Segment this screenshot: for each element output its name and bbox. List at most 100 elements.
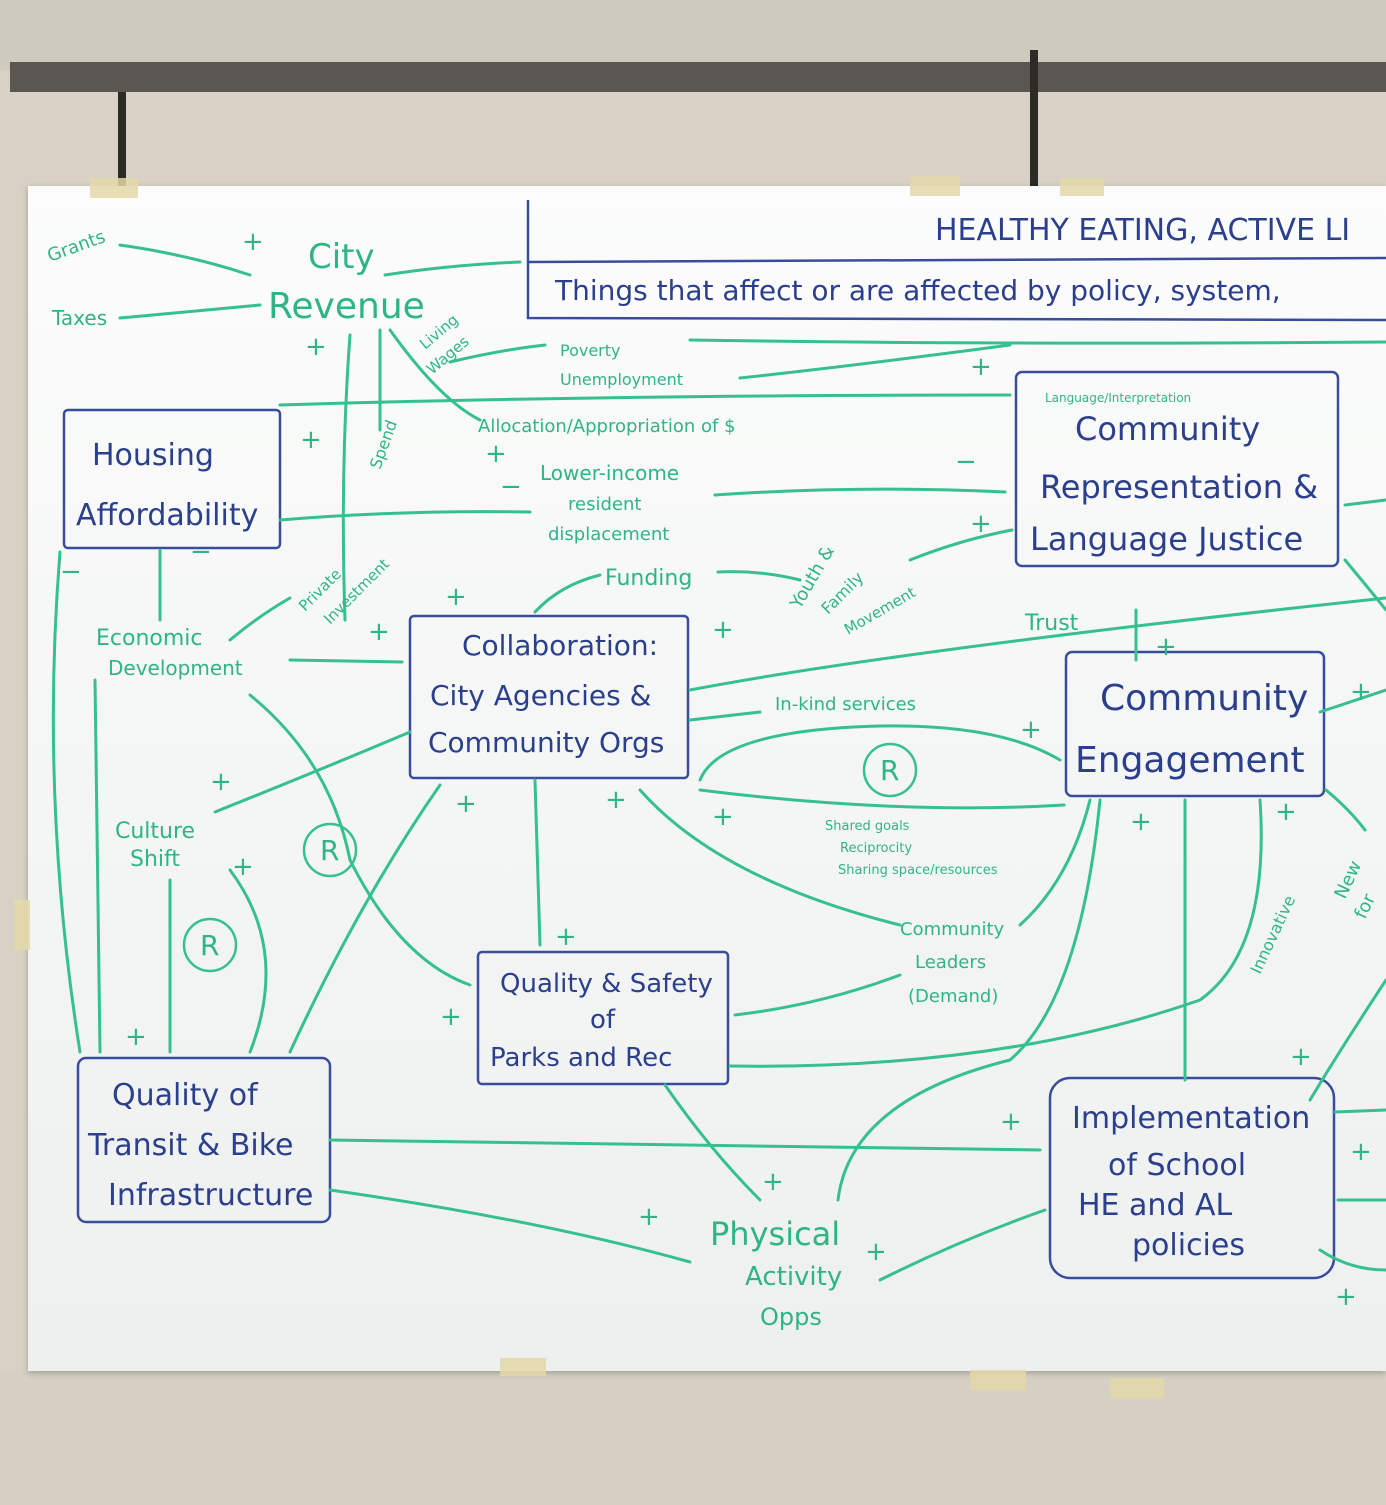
label-lower-income-3: displacement xyxy=(548,524,669,545)
edge-housing-top xyxy=(278,393,1012,407)
plus-sign: + xyxy=(232,852,254,882)
edge-econ-collab xyxy=(288,658,404,664)
edge-housing-transit xyxy=(51,550,82,1054)
label-leaders-1: Community xyxy=(900,919,1005,940)
minus-sign: − xyxy=(955,447,977,477)
edge-implementation-pa xyxy=(878,1208,1047,1282)
edge-right-bottom xyxy=(1333,1108,1386,1114)
paper-sheet xyxy=(28,186,1386,1371)
community-engagement-label: Community Engagement xyxy=(1075,678,1308,781)
edge-right-engagement xyxy=(1318,688,1386,714)
plus-sign: + xyxy=(1020,715,1042,745)
plus-sign: + xyxy=(1000,1107,1022,1137)
reinforcing-loop-symbol xyxy=(182,917,238,973)
tape xyxy=(14,900,30,950)
label-allocation: Allocation/Appropriation of $ xyxy=(478,416,736,437)
quality-parks-box xyxy=(476,950,730,1086)
label-inkind: In-kind services xyxy=(775,694,916,715)
node-text-line: of xyxy=(590,1005,616,1035)
edge-pa-engagement xyxy=(836,798,1102,1202)
tape xyxy=(90,178,138,198)
node-text-line: Collaboration: xyxy=(462,629,658,662)
node-text-line: City Agencies & xyxy=(430,679,651,712)
label-unemployment: Unemployment xyxy=(560,370,683,389)
node-text-line: Community Orgs xyxy=(428,726,664,759)
node-text-line: HE and AL xyxy=(1078,1188,1233,1223)
edge-collab-trust xyxy=(688,596,1386,692)
implementation-box xyxy=(1048,1076,1336,1280)
edge-parks-pa xyxy=(663,1083,762,1202)
plus-sign: + xyxy=(1155,632,1177,662)
label-funding: Funding xyxy=(605,566,692,591)
node-text-line: of School xyxy=(1108,1148,1246,1183)
minus-sign: − xyxy=(500,472,522,502)
edge-funding-youth xyxy=(716,570,802,582)
community-representation-box xyxy=(1014,370,1340,568)
label-econ-1: Economic xyxy=(96,626,203,651)
reinforcing-loop-symbol xyxy=(302,822,358,878)
edge-transit-collab xyxy=(288,783,442,1054)
edge-engagement-collab xyxy=(698,788,1066,810)
community-representation-label: Community Representation & Language Just… xyxy=(1030,410,1318,558)
label-city: City xyxy=(308,237,375,277)
node-text-line: Housing xyxy=(92,438,214,473)
edge-loop-culture xyxy=(228,868,268,1054)
plus-sign: + xyxy=(970,509,992,539)
label-pa-2: Activity xyxy=(745,1262,842,1292)
plus-sign: + xyxy=(1290,1042,1312,1072)
title-frame xyxy=(526,200,1386,322)
edge-lower-income-rep xyxy=(713,487,1007,497)
wall-rail xyxy=(10,62,1386,92)
plus-sign: + xyxy=(712,615,734,645)
node-text-line: Quality of xyxy=(112,1078,259,1113)
label-shared-1: Shared goals xyxy=(825,819,910,834)
quality-transit-label: Quality of Transit & Bike Infrastructure xyxy=(87,1078,313,1213)
edge-leaders-parks xyxy=(733,973,902,1017)
collaboration-label: Collaboration: City Agencies & Community… xyxy=(428,629,664,759)
polarity-signs: + + + + + + + + + + + + + + + + + + + + … xyxy=(60,227,1372,1312)
node-text-line: policies xyxy=(1132,1228,1245,1263)
plus-sign: + xyxy=(445,582,467,612)
collaboration-box xyxy=(408,614,690,780)
implementation-label: Implementation of School HE and AL polic… xyxy=(1072,1101,1310,1263)
edge-living-wages xyxy=(388,328,482,422)
tape xyxy=(970,1370,1026,1390)
label-revenue: Revenue xyxy=(268,286,425,327)
edge-grants-revenue xyxy=(118,243,252,277)
tape xyxy=(500,1358,546,1376)
edge-engagement-right xyxy=(1324,788,1367,832)
label-r-1: R xyxy=(320,834,339,867)
edge-collab-funding xyxy=(533,573,602,614)
edge-collab-parks xyxy=(533,778,542,947)
edge-leaders-collab xyxy=(638,788,902,927)
plus-sign: + xyxy=(555,922,577,952)
label-grants: Grants xyxy=(45,226,109,266)
edge-transit-implementation xyxy=(328,1138,1042,1152)
plus-sign: + xyxy=(125,1022,147,1052)
diagram-subtitle: Things that affect or are affected by po… xyxy=(554,274,1281,307)
plus-sign: + xyxy=(638,1202,660,1232)
plus-sign: + xyxy=(1275,797,1297,827)
tape xyxy=(1110,1378,1164,1398)
diagram-title: HEALTHY EATING, ACTIVE LI xyxy=(935,213,1350,248)
plus-sign: + xyxy=(242,227,264,257)
label-poverty: Poverty xyxy=(560,341,621,360)
edge-revenue-poverty xyxy=(448,343,547,364)
edge-econ-parks xyxy=(248,693,472,987)
edge-transit-pa xyxy=(328,1188,692,1264)
plus-sign: + xyxy=(1335,1282,1357,1312)
edges xyxy=(51,243,1386,1282)
node-text-line: Language Justice xyxy=(1030,520,1303,558)
label-pa-1: Physical xyxy=(710,1215,840,1253)
edge-right-implementation-2 xyxy=(1318,1248,1386,1272)
label-spend: Spend xyxy=(366,417,401,471)
edge-revenue-right xyxy=(383,260,522,277)
edge-collab-inkind xyxy=(688,710,762,722)
minus-sign: − xyxy=(60,557,82,587)
plus-sign: + xyxy=(485,439,507,469)
label-culture-2: Shift xyxy=(130,847,180,872)
edge-right-implementation-3 xyxy=(1308,978,1386,1102)
label-lower-income-2: resident xyxy=(568,494,641,515)
edge-econ-transit xyxy=(93,678,102,1054)
plus-sign: + xyxy=(455,789,477,819)
